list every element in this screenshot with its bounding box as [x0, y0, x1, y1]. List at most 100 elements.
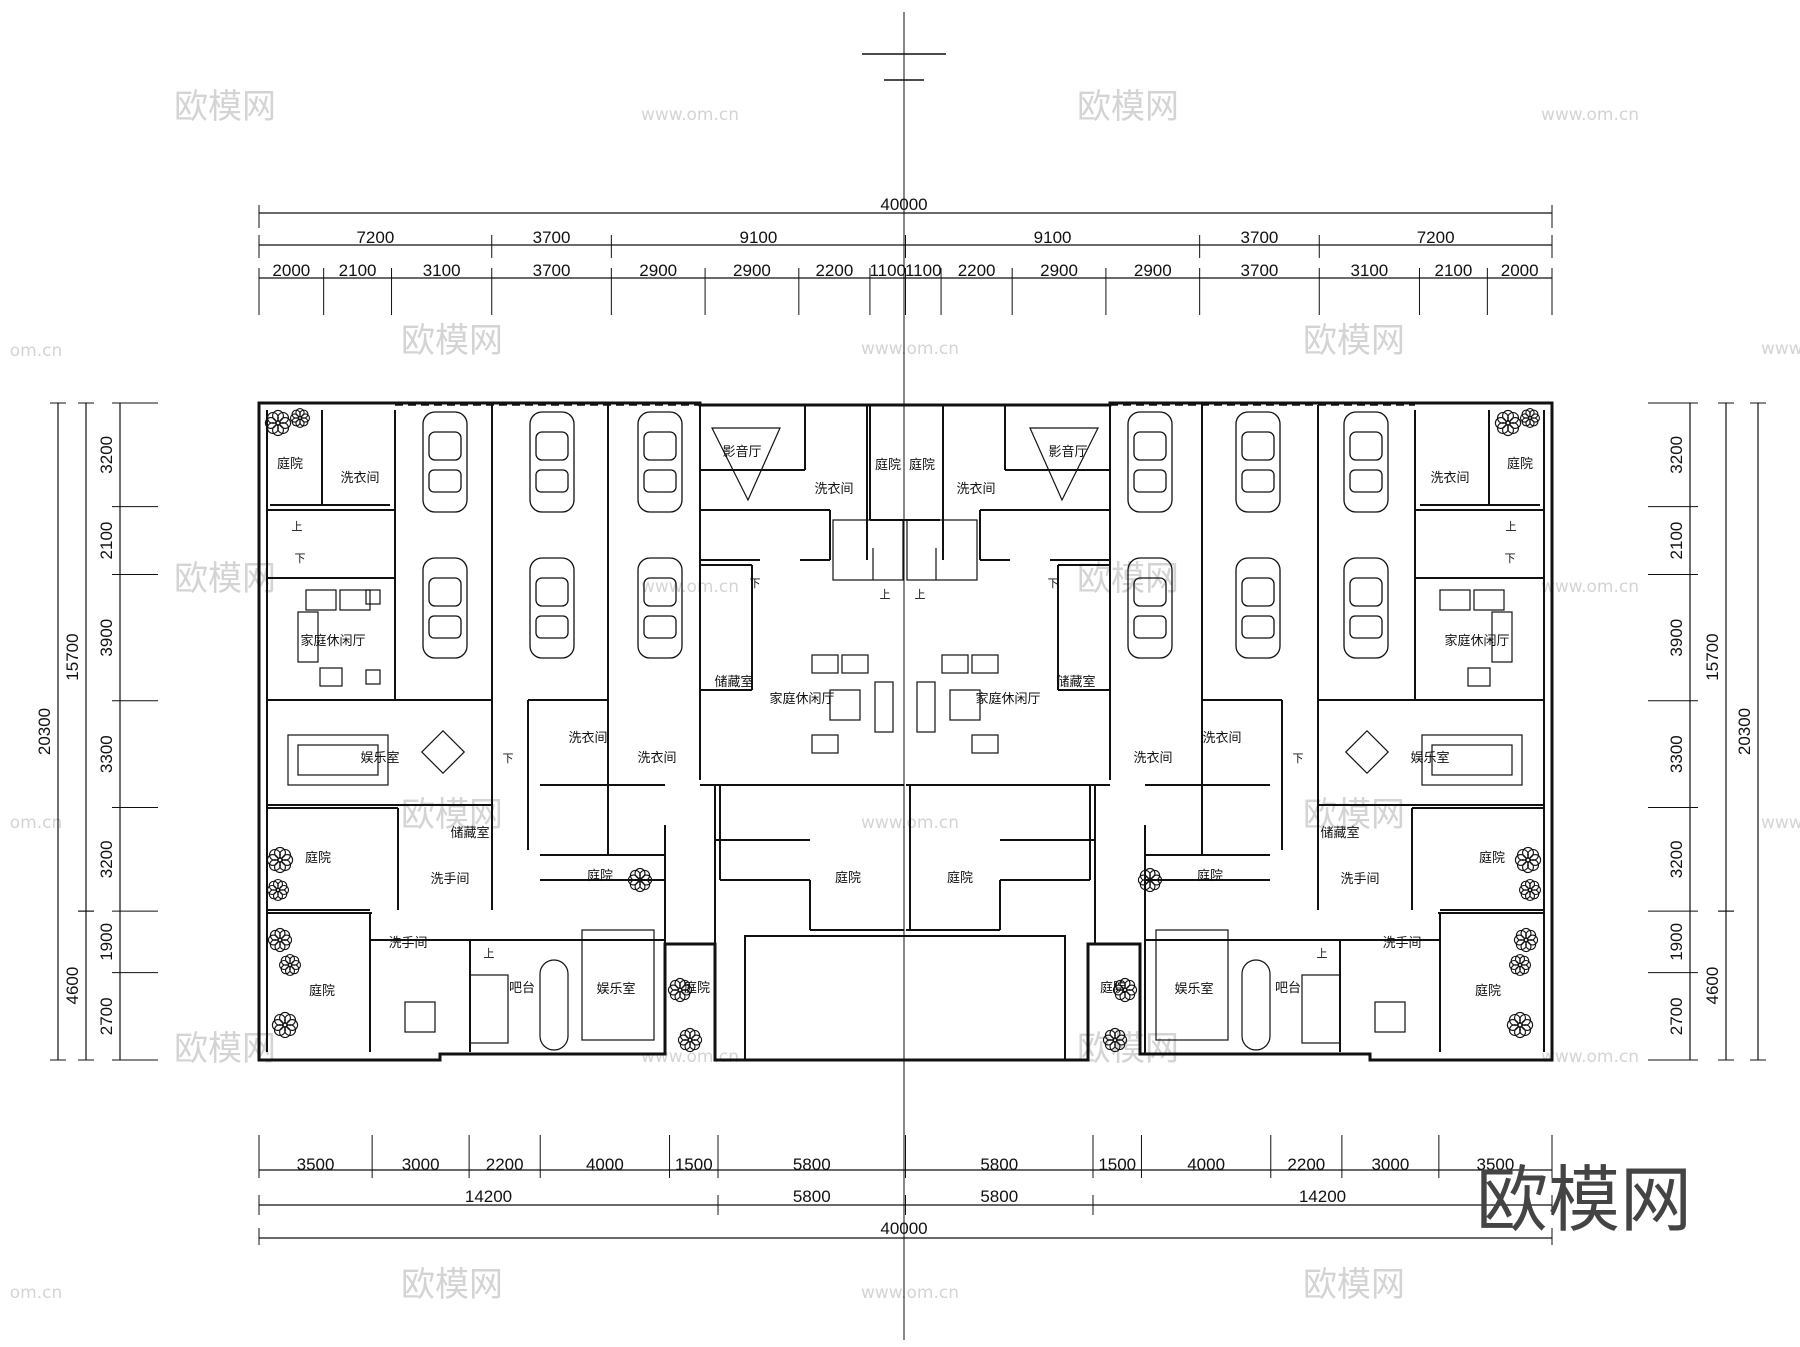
- watermark-logo: 欧模网: [1476, 1158, 1692, 1242]
- top-total-dimension: 40000: [880, 195, 927, 214]
- car-icon: [1235, 411, 1281, 513]
- top-dimension-row3: 2200: [958, 261, 996, 280]
- side-lower-dimension-left: 4600: [63, 967, 82, 1005]
- side-mid-dimension-right: 15700: [1703, 633, 1722, 680]
- side-inner-dimension-right: 3300: [1667, 735, 1686, 773]
- watermark-logo-text: 欧模网: [174, 87, 276, 127]
- watermark-domain-text: om.cn: [10, 1283, 63, 1303]
- watermark-logo-text: 欧模网: [1077, 1029, 1179, 1069]
- stair-up-label: 上: [292, 520, 303, 533]
- room-label-entertainment: 娱乐室: [596, 981, 635, 997]
- stair-down-label: 下: [1505, 552, 1516, 565]
- building-walls: [257, 401, 1554, 1062]
- watermark-logo-text: 欧模网: [174, 1029, 276, 1069]
- top-dimension-row3: 2100: [339, 261, 377, 280]
- top-dimension-row2: 3700: [1241, 228, 1279, 247]
- room-label-family-lounge: 家庭休闲厅: [1444, 633, 1509, 649]
- room-label-laundry: 洗衣间: [814, 481, 853, 497]
- tree-icon: [1494, 409, 1522, 437]
- room-label-courtyard: 庭院: [1100, 980, 1126, 996]
- bottom-dimension-row1: 3000: [1371, 1155, 1409, 1174]
- side-total-dimension-right: 20300: [1735, 708, 1754, 755]
- car-icon: [529, 411, 575, 513]
- top-dimension-row2: 7200: [1417, 228, 1455, 247]
- central-axis: [862, 12, 946, 1340]
- side-inner-dimension-left: 2700: [97, 997, 116, 1035]
- room-label-courtyard: 庭院: [1479, 850, 1505, 866]
- top-dimension-row2: 7200: [356, 228, 394, 247]
- bottom-dimension-row2: 14200: [1299, 1187, 1346, 1206]
- watermark-url-text: www.om.cn: [641, 1047, 739, 1067]
- watermark-url-text: www.om.cn: [861, 1283, 959, 1303]
- room-label-storage: 储藏室: [714, 674, 753, 690]
- room-label-entertainment: 娱乐室: [1410, 750, 1449, 766]
- room-label-bar: 吧台: [509, 981, 535, 996]
- room-label-laundry: 洗衣间: [1202, 730, 1241, 746]
- tree-icon: [266, 846, 294, 874]
- tree-icon: [1102, 1027, 1128, 1053]
- stair-down-label: 下: [750, 577, 761, 590]
- bottom-dimension-row1: 2200: [1287, 1155, 1325, 1174]
- tree-icon: [290, 408, 311, 429]
- room-label-bar: 吧台: [1275, 981, 1301, 996]
- room-label-courtyard: 庭院: [1475, 983, 1501, 999]
- tree-icon: [266, 878, 290, 902]
- furniture-details: [287, 427, 1523, 1051]
- bottom-dimension-row1: 5800: [980, 1155, 1018, 1174]
- watermark-logo-text: 欧模网: [1303, 321, 1405, 361]
- room-label-family-lounge: 家庭休闲厅: [300, 633, 365, 649]
- side-lower-dimension-right: 4600: [1703, 967, 1722, 1005]
- bottom-dimension-row1: 3500: [1477, 1155, 1515, 1174]
- watermark-logo-text: 欧模网: [401, 321, 503, 361]
- car-icon: [1127, 557, 1173, 659]
- top-dimension-row3: 3100: [1350, 261, 1388, 280]
- car-icon: [422, 411, 468, 513]
- side-inner-dimension-left: 1900: [97, 923, 116, 961]
- side-inner-dimension-left: 3200: [97, 436, 116, 474]
- room-label-courtyard: 庭院: [305, 850, 331, 866]
- room-label-courtyard: 庭院: [277, 456, 303, 472]
- top-dimension-row2: 9100: [1034, 228, 1072, 247]
- tree-icon: [278, 953, 302, 977]
- side-inner-dimension-left: 3200: [97, 840, 116, 878]
- top-dimension-row3: 2000: [272, 261, 310, 280]
- bottom-dimension-row1: 4000: [586, 1155, 624, 1174]
- stair-up-label: 上: [880, 588, 891, 601]
- room-label-laundry: 洗衣间: [1133, 750, 1172, 766]
- room-label-storage: 储藏室: [1320, 825, 1359, 841]
- room-label-laundry: 洗衣间: [1430, 470, 1469, 486]
- room-label-courtyard: 庭院: [309, 983, 335, 999]
- stair-down-label: 下: [503, 752, 514, 765]
- room-label-washroom: 洗手间: [388, 936, 427, 951]
- bottom-dimension-row1: 5800: [793, 1155, 831, 1174]
- watermark-url-text: www.om.cn: [641, 105, 739, 125]
- car-icon: [1127, 411, 1173, 513]
- top-dimension-row2: 9100: [740, 228, 778, 247]
- bottom-dimension-row1: 4000: [1187, 1155, 1225, 1174]
- watermark-url-text: www.om.cn: [1761, 813, 1800, 833]
- room-label-theater: 影音厅: [722, 444, 761, 460]
- room-label-laundry: 洗衣间: [340, 470, 379, 486]
- top-dimension-row3: 2100: [1434, 261, 1472, 280]
- car-icon: [422, 557, 468, 659]
- side-inner-dimension-right: 1900: [1667, 923, 1686, 961]
- watermark-logo-text: 欧模网: [401, 1265, 503, 1305]
- room-label-courtyard: 庭院: [684, 980, 710, 996]
- tree-icon: [271, 1011, 299, 1039]
- car-icon: [637, 411, 683, 513]
- watermark-url-text: www.om.cn: [641, 577, 739, 597]
- tree-icon: [264, 409, 292, 437]
- side-mid-dimension-left: 15700: [63, 633, 82, 680]
- room-label-entertainment: 娱乐室: [360, 750, 399, 766]
- tree-icon: [1112, 977, 1138, 1003]
- bottom-dimension-row2: 5800: [980, 1187, 1018, 1206]
- bottom-total-dimension: 40000: [880, 1219, 927, 1238]
- room-label-courtyard: 庭院: [1197, 868, 1223, 884]
- car-icon: [1343, 411, 1389, 513]
- tree-icon: [267, 927, 293, 953]
- tree-icon: [1508, 953, 1532, 977]
- tree-icon: [677, 1027, 703, 1053]
- room-label-laundry: 洗衣间: [568, 730, 607, 746]
- room-label-washroom: 洗手间: [430, 872, 469, 887]
